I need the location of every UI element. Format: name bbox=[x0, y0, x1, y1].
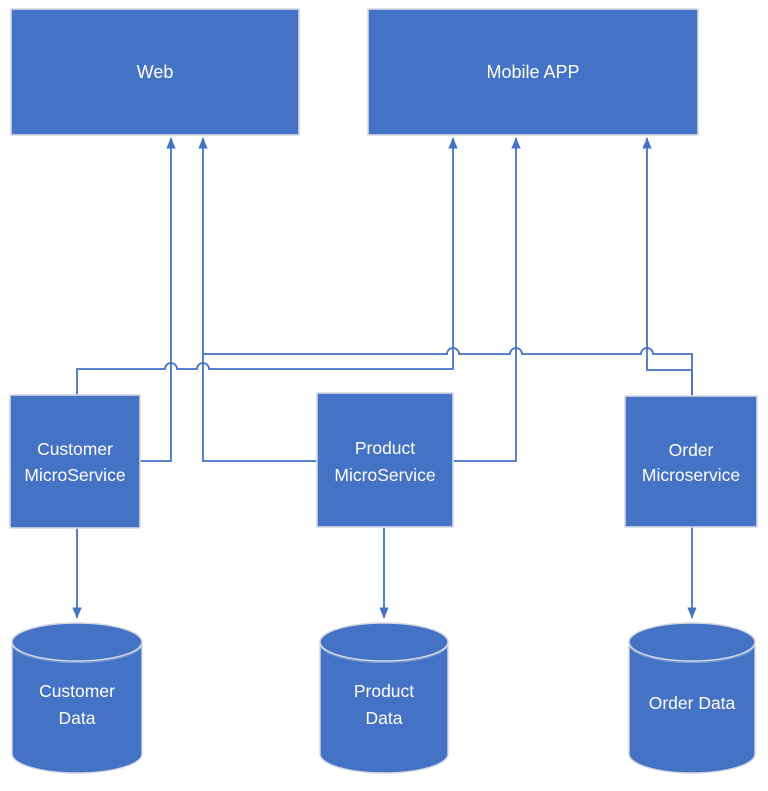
order-data-cylinder: Order Data bbox=[628, 622, 756, 774]
mobile-app-box-shape bbox=[367, 8, 699, 136]
web-box-label: Web bbox=[137, 62, 174, 82]
customer-data-cylinder-shine bbox=[12, 646, 142, 664]
product-microservice-box: Product MicroService bbox=[316, 392, 454, 528]
edge-customer-microservice-to-web bbox=[140, 137, 176, 462]
web-box: Web bbox=[10, 8, 300, 136]
product-microservice-label-line1: Product bbox=[355, 438, 415, 458]
order-data-label: Order Data bbox=[649, 693, 736, 713]
product-data-label-line1: Product bbox=[354, 681, 414, 701]
customer-data-cylinder: Customer Data bbox=[11, 622, 143, 774]
customer-microservice-box: Customer MicroService bbox=[9, 394, 141, 529]
customer-microservice-label-line1: Customer bbox=[37, 439, 113, 459]
edges bbox=[72, 137, 697, 619]
order-microservice-box-shape bbox=[624, 395, 758, 528]
mobile-app-box: Mobile APP bbox=[367, 8, 699, 136]
product-data-label-line2: Data bbox=[366, 708, 403, 728]
order-data-cylinder-shine bbox=[629, 646, 755, 664]
edge-order-microservice-to-web bbox=[203, 347, 693, 396]
product-data-cylinder: Product Data bbox=[319, 622, 449, 774]
order-microservice-box: Order Microservice bbox=[624, 395, 758, 528]
customer-data-label-line2: Data bbox=[59, 708, 96, 728]
product-microservice-label-line2: MicroService bbox=[334, 465, 435, 485]
customer-microservice-label-line2: MicroService bbox=[24, 465, 125, 485]
web-box-shape bbox=[10, 8, 300, 136]
edge-customer-microservice-to-mobile-app bbox=[76, 137, 458, 395]
edge-product-microservice-to-mobile-app bbox=[453, 137, 521, 462]
order-microservice-label-line2: Microservice bbox=[642, 465, 740, 485]
product-data-cylinder-shine bbox=[320, 646, 448, 664]
edge-product-microservice-to-web bbox=[198, 137, 317, 462]
product-data-cylinder-top bbox=[319, 622, 449, 662]
product-microservice-box-shape bbox=[316, 392, 454, 528]
customer-microservice-box-shape bbox=[9, 394, 141, 529]
customer-data-label-line1: Customer bbox=[39, 681, 115, 701]
order-microservice-label-line1: Order bbox=[669, 440, 714, 460]
edge-order-microservice-to-mobile-app bbox=[642, 137, 693, 396]
mobile-app-box-label: Mobile APP bbox=[486, 62, 579, 82]
order-data-cylinder-top bbox=[628, 622, 756, 662]
customer-data-cylinder-top bbox=[11, 622, 143, 662]
